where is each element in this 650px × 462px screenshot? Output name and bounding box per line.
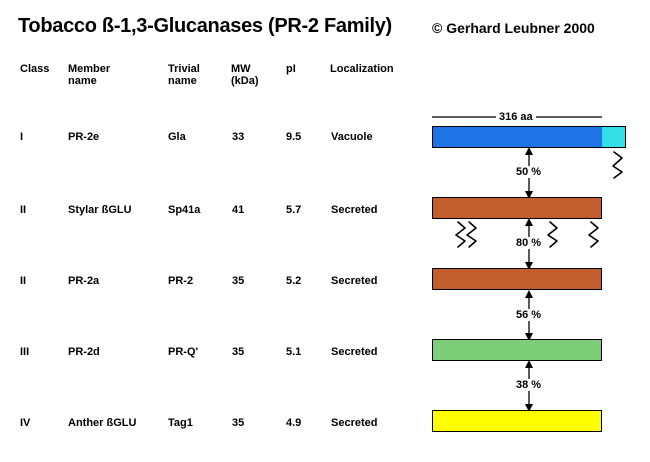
row1-localization: Vacuole (331, 131, 373, 143)
protein-bar-row5 (432, 410, 602, 432)
row2-class: II (20, 204, 27, 216)
glycan-symbol-row2-c (547, 221, 558, 248)
identity-label-2: 80 % (515, 237, 543, 249)
row1-pi: 9.5 (286, 131, 302, 143)
length-label: 316 aa (496, 111, 536, 123)
identity-label-1: 50 % (515, 166, 543, 178)
row2-member: Stylar ßGLU (68, 204, 132, 216)
header-member-line2: name (68, 75, 97, 87)
header-class: Class (20, 63, 50, 75)
header-pi: pI (286, 63, 296, 75)
row5-trivial: Tag1 (168, 417, 193, 429)
header-trivial-name: Trivial name (168, 63, 200, 87)
header-mw-line2: (kDa) (231, 75, 259, 87)
row1-trivial: Gla (168, 131, 186, 143)
row5-mw: 35 (232, 417, 245, 429)
row2-mw: 41 (232, 204, 245, 216)
row4-mw: 35 (232, 346, 245, 358)
row3-mw: 35 (232, 275, 245, 287)
row5-class: IV (20, 417, 31, 429)
header-mw: MW (kDa) (231, 63, 259, 87)
row5-pi: 4.9 (286, 417, 302, 429)
header-trivial-line2: name (168, 75, 197, 87)
glycan-symbol-row2-b (466, 221, 477, 248)
row3-localization: Secreted (331, 275, 378, 287)
row1-mw: 33 (232, 131, 245, 143)
header-mw-line1: MW (231, 63, 251, 75)
page-title: Tobacco ß-1,3-Glucanases (PR-2 Family) (18, 15, 392, 37)
identity-label-4: 38 % (515, 379, 543, 391)
glycan-symbol-row2-a (455, 221, 466, 248)
row2-trivial: Sp41a (168, 204, 201, 216)
row4-member: PR-2d (68, 346, 100, 358)
header-member-name: Member name (68, 63, 110, 87)
glycan-symbol-row2-d (588, 221, 599, 248)
protein-bar-row1 (432, 126, 603, 148)
row2-localization: Secreted (331, 204, 378, 216)
row3-member: PR-2a (68, 275, 100, 287)
row4-trivial: PR-Q' (168, 346, 199, 358)
glycan-symbol-row1 (612, 151, 623, 179)
row2-pi: 5.7 (286, 204, 302, 216)
row3-class: II (20, 275, 27, 287)
header-member-line1: Member (68, 63, 111, 75)
row4-class: III (20, 346, 30, 358)
row5-member: Anther ßGLU (68, 417, 137, 429)
row4-localization: Secreted (331, 346, 378, 358)
row3-trivial: PR-2 (168, 275, 194, 287)
identity-label-3: 56 % (515, 309, 543, 321)
row5-localization: Secreted (331, 417, 378, 429)
row3-pi: 5.2 (286, 275, 302, 287)
header-trivial-line1: Trivial (168, 63, 200, 75)
protein-bar-row4 (432, 339, 602, 361)
copyright-notice: © Gerhard Leubner 2000 (432, 20, 595, 36)
protein-bar-row3 (432, 268, 602, 290)
row1-member: PR-2e (68, 131, 100, 143)
protein-bar-row2 (432, 197, 602, 219)
row1-class: I (20, 131, 24, 143)
row4-pi: 5.1 (286, 346, 302, 358)
c-terminal-extension-row1 (602, 126, 626, 148)
header-localization: Localization (330, 63, 394, 75)
